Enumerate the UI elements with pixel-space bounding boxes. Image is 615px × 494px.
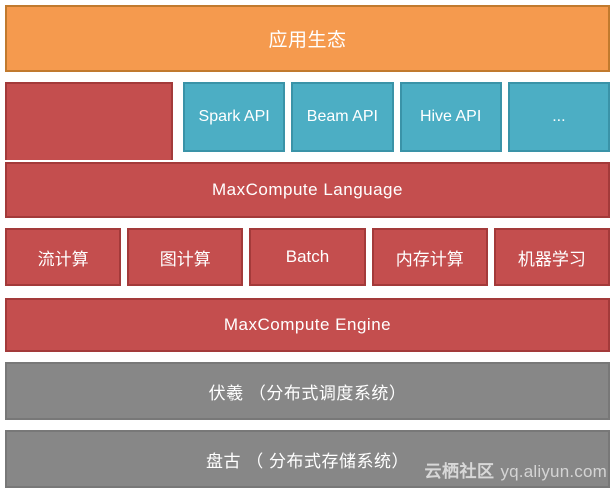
fuxi-scheduler-band: 伏羲 （分布式调度系统） <box>5 362 610 420</box>
api-box-spark[interactable]: Spark API <box>183 82 286 152</box>
api-box-beam[interactable]: Beam API <box>291 82 394 152</box>
compute-box-batch[interactable]: Batch <box>249 228 366 286</box>
api-layer-left-block <box>5 82 173 160</box>
compute-model-row: 流计算 图计算 Batch 内存计算 机器学习 <box>5 228 611 286</box>
maxcompute-language-band: MaxCompute Language <box>5 162 610 218</box>
api-layer-row: Spark API Beam API Hive API ... <box>5 82 610 160</box>
api-box-more[interactable]: ... <box>507 82 610 152</box>
api-box-group: Spark API Beam API Hive API ... <box>183 82 610 152</box>
compute-box-graph[interactable]: 图计算 <box>127 228 244 286</box>
compute-box-stream[interactable]: 流计算 <box>5 228 122 286</box>
api-box-hive[interactable]: Hive API <box>399 82 502 152</box>
maxcompute-engine-band: MaxCompute Engine <box>5 298 610 352</box>
compute-box-machine-learning[interactable]: 机器学习 <box>493 228 611 286</box>
application-ecosystem-band: 应用生态 <box>5 5 610 72</box>
pangu-storage-band: 盘古 （ 分布式存储系统） <box>5 430 610 488</box>
compute-box-inmemory[interactable]: 内存计算 <box>371 228 488 286</box>
